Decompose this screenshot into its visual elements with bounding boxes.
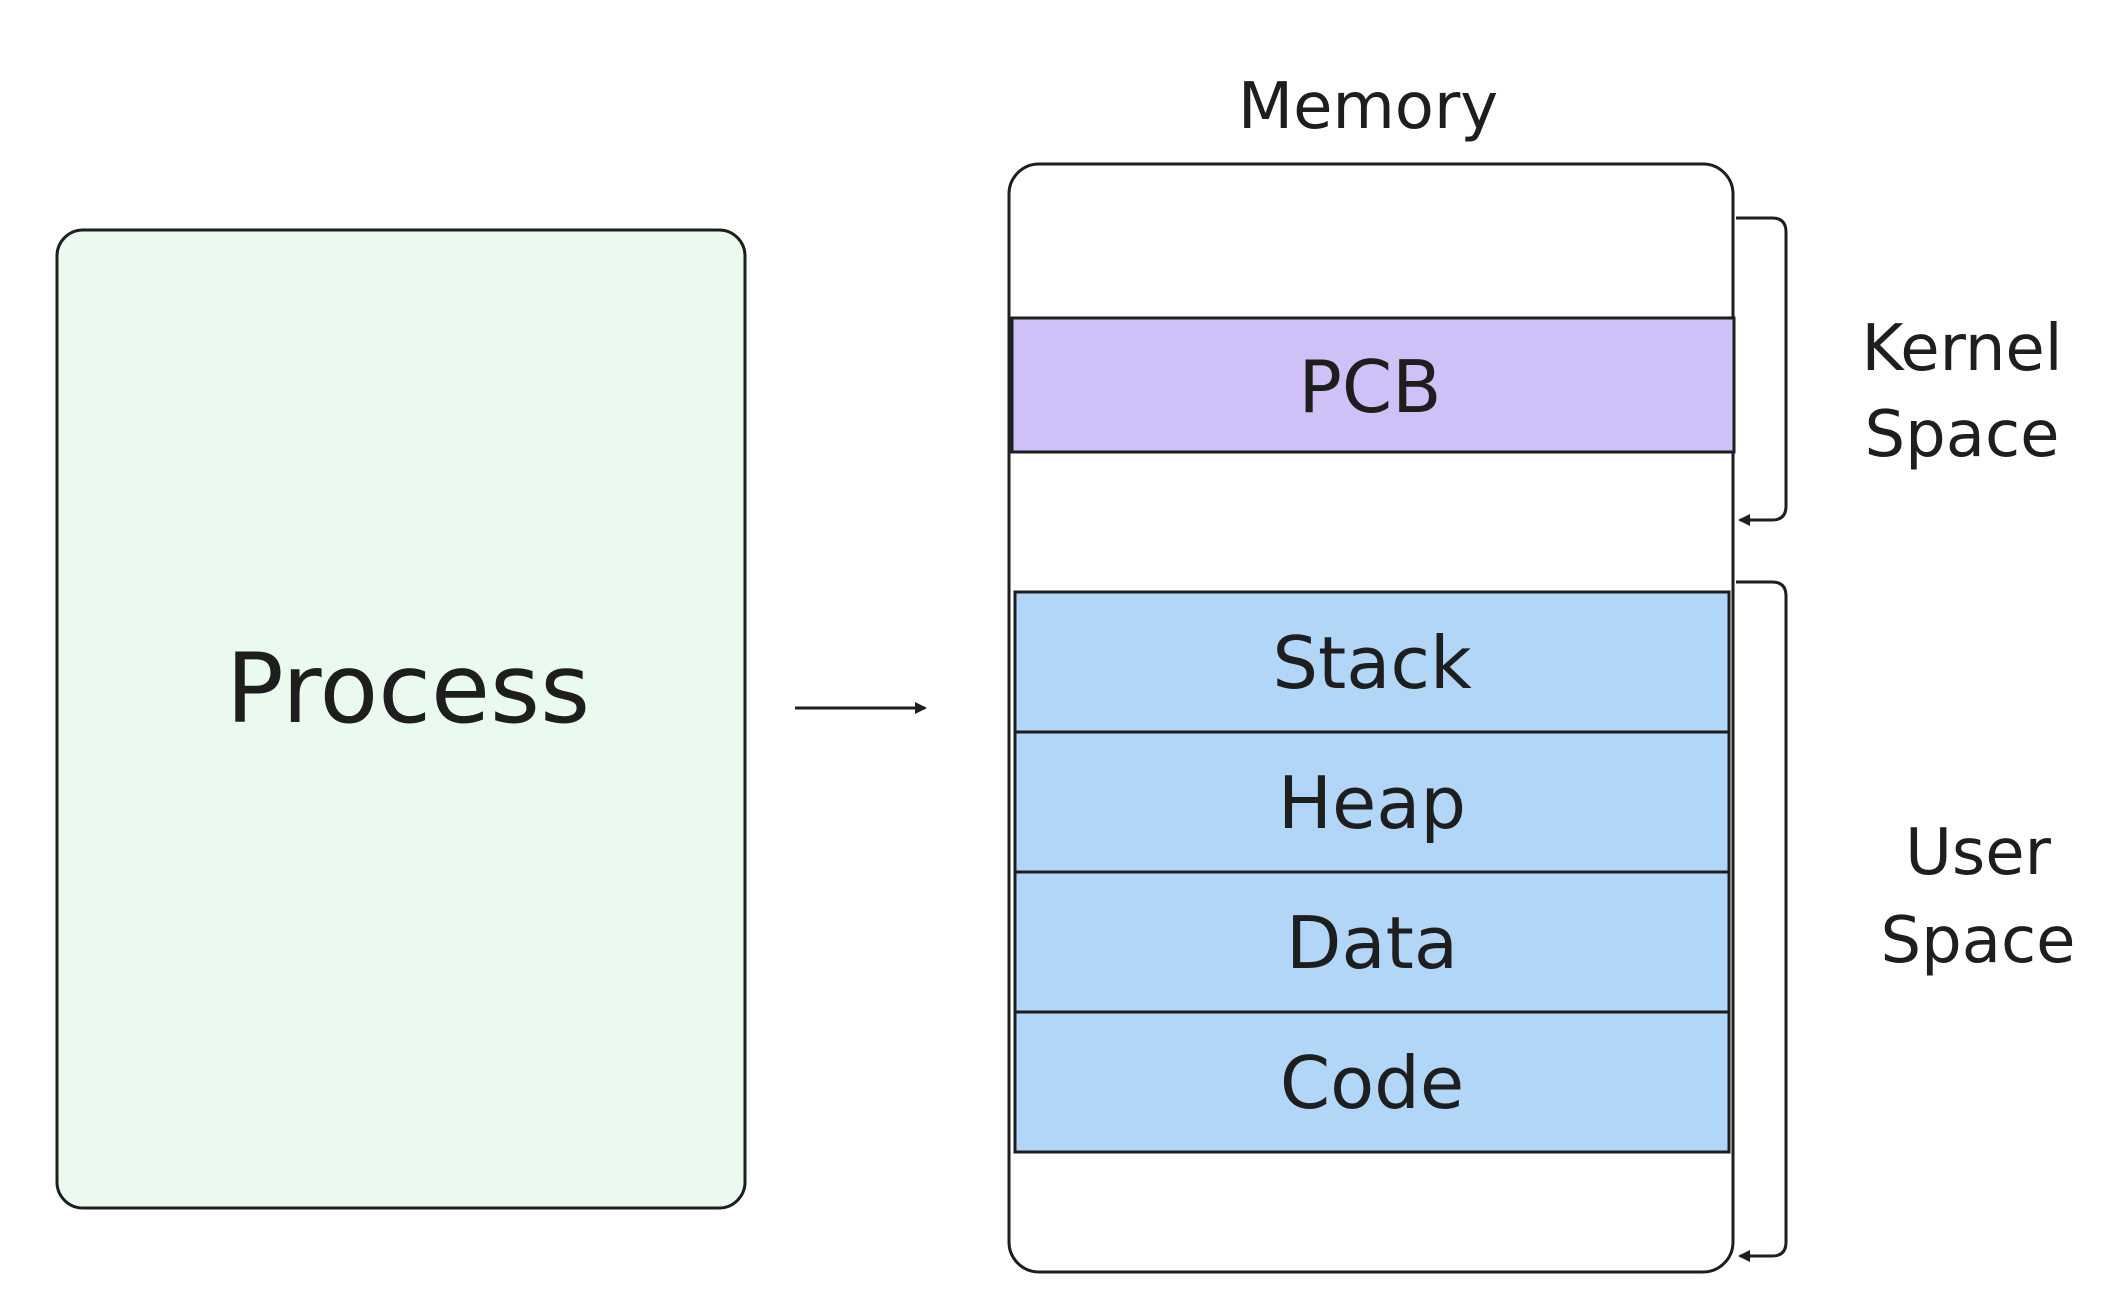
- code-label: Code: [1280, 1041, 1464, 1125]
- data-segment: Data: [1013, 870, 1731, 1014]
- process-box: Process: [55, 228, 747, 1210]
- heap-segment: Heap: [1013, 730, 1731, 874]
- kernel-bracket-icon: [1736, 216, 1788, 526]
- stack-label: Stack: [1272, 621, 1472, 705]
- kernel-space-line1: Kernel: [1861, 312, 2062, 386]
- kernel-space-line2: Space: [1864, 398, 2059, 472]
- memory-title: Memory: [1238, 70, 1498, 144]
- user-space-label: User Space: [1880, 816, 2075, 978]
- process-label: Process: [226, 633, 590, 745]
- pcb-segment: PCB: [1010, 316, 1736, 454]
- data-label: Data: [1286, 901, 1458, 985]
- kernel-space-label: Kernel Space: [1861, 312, 2062, 472]
- user-space-line2: Space: [1880, 904, 2075, 978]
- heap-label: Heap: [1278, 761, 1466, 845]
- user-bracket-icon: [1736, 580, 1788, 1262]
- pcb-label: PCB: [1298, 345, 1441, 429]
- stack-segment: Stack: [1013, 590, 1731, 734]
- user-space-line1: User: [1905, 816, 2052, 890]
- code-segment: Code: [1013, 1010, 1731, 1154]
